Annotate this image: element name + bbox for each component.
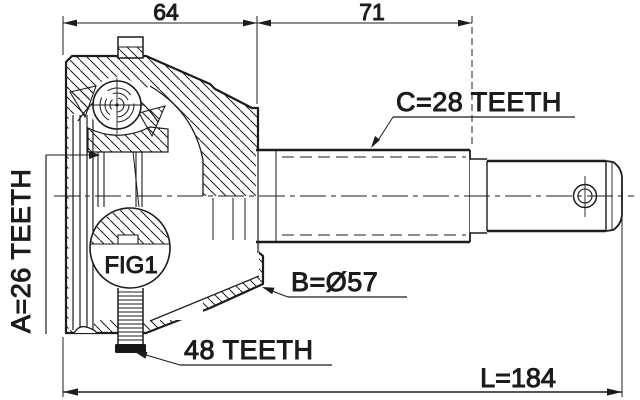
label-c-28-teeth: C=28 TEETH xyxy=(371,87,575,148)
grease-cap xyxy=(117,36,144,59)
axle-shaft xyxy=(256,148,471,253)
abs-ring xyxy=(115,344,146,353)
label-48-teeth: 48 TEETH xyxy=(135,335,332,366)
splined-stem xyxy=(115,288,146,353)
abs-teeth-label: 48 TEETH xyxy=(184,335,314,365)
dim-64-value: 64 xyxy=(153,0,179,25)
label-b-diameter: B=Ø57 xyxy=(262,267,407,298)
figure-label: FIG1 xyxy=(104,252,157,279)
dimension-l-184: L=184 xyxy=(62,205,623,397)
dimension-71: 71 xyxy=(257,0,473,148)
label-a-26-teeth: A=26 TEETH xyxy=(6,151,100,334)
dim-71-value: 71 xyxy=(359,0,385,25)
ball-and-cage xyxy=(69,77,169,207)
dimension-64: 64 xyxy=(62,0,258,104)
total-length-label: L=184 xyxy=(480,363,556,393)
spline-a-label: A=26 TEETH xyxy=(6,169,36,333)
diameter-b-label: B=Ø57 xyxy=(291,267,378,297)
spline-c-label: C=28 TEETH xyxy=(396,87,562,117)
